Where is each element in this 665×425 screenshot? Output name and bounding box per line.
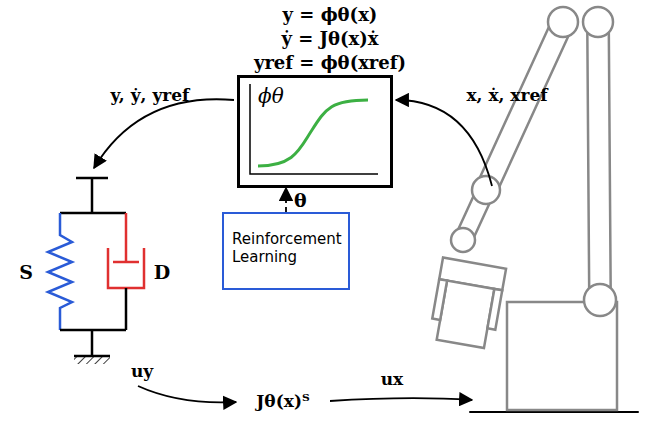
signal-name: y, ẏ, yref: [111, 85, 190, 105]
spring-damper: [48, 178, 144, 364]
state-wire: [396, 100, 492, 186]
mapping-box: ϕθ: [237, 75, 393, 188]
box-label: Reinforcement Learning: [232, 230, 340, 266]
function-symbol: ϕθ: [258, 84, 390, 108]
damping-label: D: [154, 261, 170, 283]
equation: ẏ = Jθ(x)ẋ: [281, 28, 378, 49]
equation: yref = ϕθ(xref): [254, 52, 406, 73]
equation: y = ϕθ(x): [283, 4, 378, 25]
signal-name: uy: [131, 361, 153, 381]
force-wire: [138, 386, 236, 402]
parameter-arrow: [285, 188, 287, 212]
signal-name: x, ẋ, xref: [466, 85, 547, 105]
jacobian-label: Jθ(x)ᵀ: [256, 391, 309, 411]
torque-wire: [330, 398, 472, 401]
signal-name: ux: [381, 369, 404, 389]
parameter-label: θ: [294, 189, 307, 211]
robot-arm: [429, 7, 638, 412]
latent-wire: [94, 99, 234, 168]
stiffness-label: S: [19, 261, 33, 283]
rl-box: Reinforcement Learning: [222, 212, 350, 290]
